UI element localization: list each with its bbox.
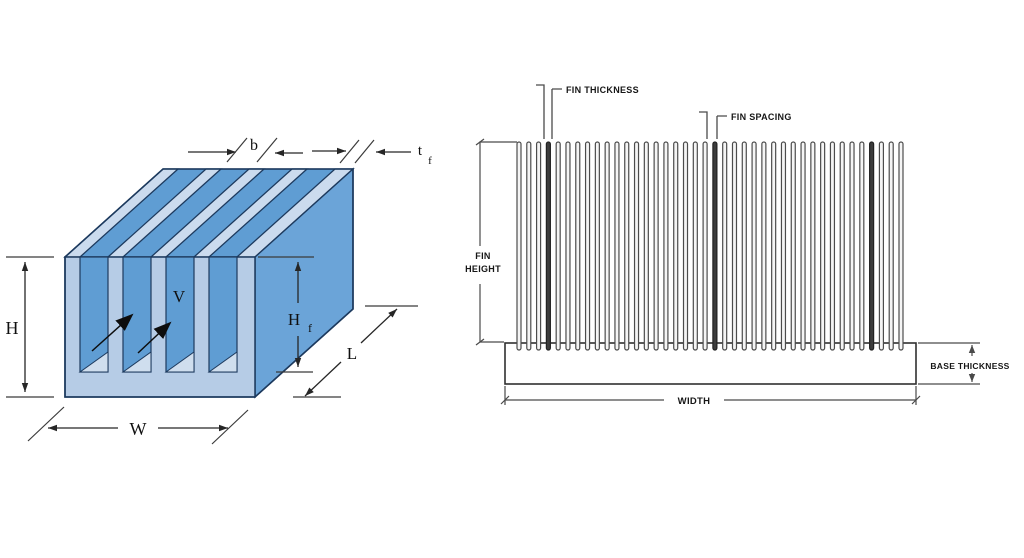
fin bbox=[653, 141, 659, 351]
fin bbox=[820, 141, 826, 351]
fins bbox=[516, 141, 904, 351]
groove-floor bbox=[78, 351, 109, 373]
groove bbox=[79, 256, 109, 373]
right-diagram: FIN HEIGHT FIN THICKNESS FIN SPACING BAS… bbox=[465, 84, 1009, 407]
fin bbox=[663, 141, 669, 351]
fin bbox=[898, 141, 904, 351]
channel-gap-label: b bbox=[250, 137, 258, 154]
fin bbox=[751, 141, 757, 351]
fin bbox=[526, 141, 532, 351]
groove bbox=[165, 256, 195, 373]
dim-base-thickness: BASE THICKNESS bbox=[918, 342, 1009, 385]
velocity-arrows: V bbox=[91, 287, 186, 354]
overall-height-label: H bbox=[6, 318, 19, 338]
groove-floors bbox=[78, 351, 238, 373]
dim-channel-gap: b bbox=[188, 137, 303, 163]
fin-thickness-label: t bbox=[418, 143, 423, 159]
fin bbox=[741, 141, 747, 351]
fin bbox=[692, 141, 698, 351]
fin bbox=[545, 141, 551, 351]
groove-floor bbox=[207, 351, 238, 373]
fin bbox=[810, 141, 816, 351]
width-label: WIDTH bbox=[678, 396, 711, 407]
dim-width-front: WIDTH bbox=[500, 386, 921, 407]
fin-height-line1: FIN bbox=[475, 251, 490, 261]
dim-fin-thickness: t f bbox=[312, 139, 432, 167]
dim-overall-height: H bbox=[6, 256, 54, 398]
fin bbox=[702, 141, 708, 351]
fin-spacing-label: FIN SPACING bbox=[731, 112, 792, 122]
fin bbox=[761, 141, 767, 351]
fin bbox=[731, 141, 738, 351]
heatsink-outline bbox=[64, 168, 354, 398]
callout-fin-thickness: FIN THICKNESS bbox=[536, 84, 639, 139]
groove-floor bbox=[121, 351, 152, 373]
fin bbox=[771, 141, 777, 351]
callout-fin-spacing: FIN SPACING bbox=[699, 111, 792, 139]
groove-floor bbox=[164, 351, 195, 373]
fin bbox=[604, 141, 610, 351]
velocity-label: V bbox=[173, 287, 186, 306]
fin bbox=[839, 141, 845, 351]
length-label: L bbox=[347, 344, 357, 363]
fin-height-line2: HEIGHT bbox=[465, 264, 501, 274]
fin-height-subscript: f bbox=[308, 321, 312, 335]
fin-thickness-label: FIN THICKNESS bbox=[566, 85, 639, 95]
fin bbox=[575, 141, 581, 351]
fin bbox=[643, 141, 649, 351]
fin bbox=[624, 141, 630, 351]
dim-fin-height: H f bbox=[258, 256, 314, 373]
fin bbox=[614, 141, 620, 351]
fin bbox=[633, 141, 640, 351]
fin bbox=[722, 141, 728, 351]
fin-thickness-subscript: f bbox=[428, 155, 432, 167]
fin bbox=[780, 141, 787, 351]
width-label: W bbox=[130, 419, 147, 439]
fin bbox=[878, 141, 885, 351]
fin-height-label: H bbox=[288, 310, 300, 329]
velocity-arrow bbox=[91, 313, 134, 352]
fin bbox=[790, 141, 796, 351]
fin bbox=[555, 141, 561, 351]
fin bbox=[859, 141, 865, 351]
fin bbox=[516, 141, 522, 351]
fin bbox=[888, 141, 894, 351]
fin bbox=[829, 141, 836, 351]
fin bbox=[535, 141, 542, 351]
fin bbox=[712, 141, 718, 351]
fin bbox=[869, 141, 875, 351]
fin bbox=[594, 141, 600, 351]
fin bbox=[849, 141, 855, 351]
dim-width: W bbox=[27, 406, 249, 445]
heatsink-base bbox=[504, 342, 917, 385]
fin bbox=[565, 141, 571, 351]
fin bbox=[584, 141, 591, 351]
fin bbox=[682, 141, 689, 351]
base-thickness-label: BASE THICKNESS bbox=[930, 361, 1009, 371]
dim-length: L bbox=[293, 305, 418, 398]
fin bbox=[800, 141, 806, 351]
velocity-arrow bbox=[137, 321, 172, 354]
groove bbox=[208, 256, 238, 373]
fin bbox=[673, 141, 679, 351]
dim-fin-height-front: FIN HEIGHT bbox=[465, 138, 517, 346]
left-diagram: V H W H f bbox=[6, 137, 432, 445]
